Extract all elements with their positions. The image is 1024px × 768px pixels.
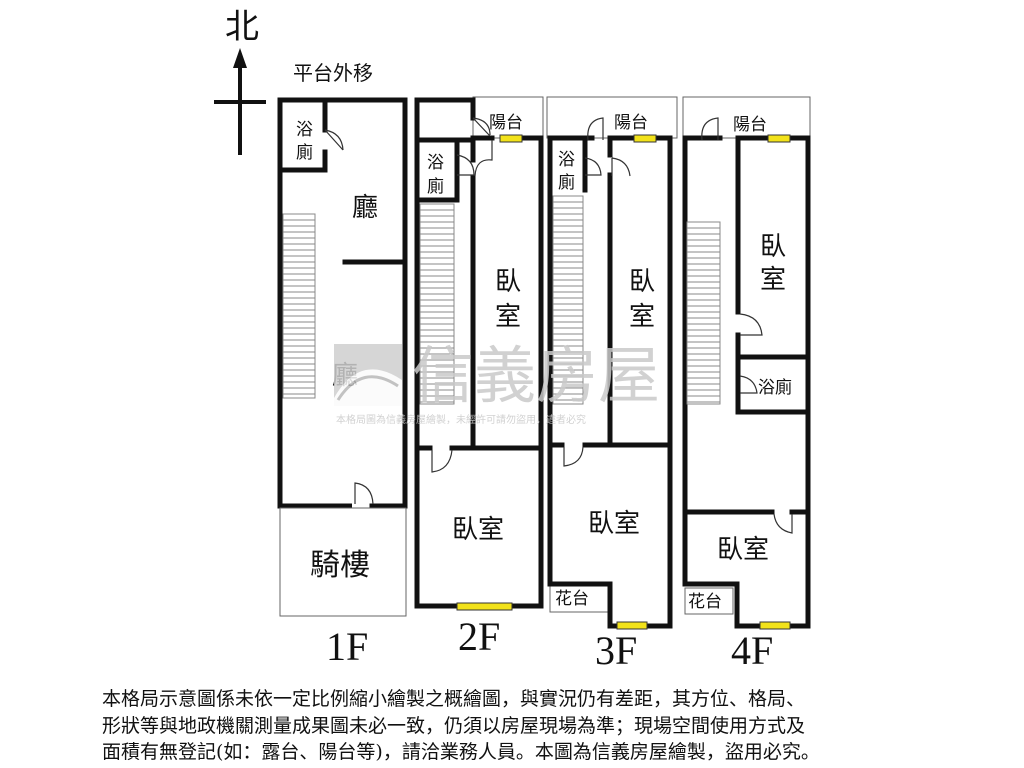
room-bedroom-2f-a2: 室: [495, 302, 521, 332]
door-icon: [701, 117, 719, 141]
room-hall-upper: 廳: [352, 193, 378, 223]
room-bath-3f-b: 廁: [558, 172, 575, 193]
floor-1f: 浴 廁 廳 廳 騎樓 1F: [277, 97, 408, 669]
arcade-outline: [279, 507, 407, 617]
room-balcony-3f: 陽台: [614, 113, 648, 133]
disclaimer-line: 本格局示意圖係未依一定比例縮小繪製之概繪圖，與實況仍有差距，其方位、格局、: [102, 688, 806, 710]
door-icon: [456, 154, 475, 176]
watermark-notice: 本格局圖為信義房屋繪製，未經許可請勿盜用，違者必究: [336, 413, 586, 426]
floor-label-3f: 3F: [595, 628, 637, 673]
room-arcade: 騎樓: [310, 548, 370, 583]
compass: 北: [214, 7, 266, 155]
floor-2f: 陽台 浴 廁 臥 室 臥室 2F: [414, 96, 544, 659]
window-icon: [456, 602, 513, 611]
room-bath-1f-b: 廁: [296, 142, 313, 163]
room-bedroom-3f-a2: 室: [629, 302, 655, 332]
window-icon: [616, 621, 648, 630]
floor-label-4f: 4F: [731, 628, 773, 673]
room-bedroom-3f-a1: 臥: [629, 267, 655, 297]
door-icon: [584, 157, 602, 176]
room-bath-3f-a: 浴: [558, 150, 575, 170]
room-balcony-2f: 陽台: [489, 113, 523, 133]
watermark: 信義房屋 本格局圖為信義房屋繪製，未經許可請勿盜用，違者必究: [334, 339, 660, 426]
room-bedroom-4f-a2: 室: [760, 265, 786, 295]
platform-note: 平台外移: [293, 61, 373, 85]
door-icon: [587, 117, 604, 141]
staircase: [419, 203, 455, 405]
room-bath-2f-a: 浴: [427, 153, 444, 173]
north-label: 北: [225, 7, 259, 47]
room-bedroom-2f-a1: 臥: [495, 267, 521, 297]
staircase: [552, 195, 584, 405]
disclaimer-line: 形狀等與地政機關測量成果圖未必一致，仍須以房屋現場為準；現場空間使用方式及: [102, 714, 806, 737]
door-icon: [563, 446, 584, 467]
room-planter-4f: 花台: [688, 592, 722, 612]
entrance-door-icon: [354, 482, 374, 505]
room-bedroom-4f-b: 臥室: [717, 535, 769, 565]
door-icon: [324, 129, 344, 151]
room-bath-1f-a: 浴: [296, 120, 313, 140]
disclaimer-line: 面積有無登記(如：露台、陽台等)，請洽業務人員。本圖為信義房屋繪製，盜用必究。: [102, 741, 820, 763]
door-icon: [431, 449, 453, 473]
window-icon: [759, 621, 791, 630]
room-bedroom-2f-b: 臥室: [452, 515, 504, 545]
staircase: [282, 213, 316, 399]
room-bedroom-3f-b: 臥室: [588, 509, 640, 539]
door-icon: [773, 513, 793, 534]
door-icon: [611, 157, 631, 177]
room-bath-2f-b: 廁: [427, 176, 444, 197]
door-icon: [472, 117, 491, 137]
floor-label-1f: 1F: [326, 624, 368, 669]
room-bedroom-4f-a1: 臥: [760, 232, 786, 262]
floor-label-2f: 2F: [458, 614, 500, 659]
staircase: [686, 221, 721, 405]
room-bath-4f: 浴廁: [758, 377, 792, 398]
north-arrow-icon: [233, 48, 247, 68]
room-planter-3f: 花台: [555, 589, 589, 609]
window-icon: [633, 134, 657, 143]
floor-3f: 陽台 浴 廁 臥 室 臥室 花台 3F: [546, 96, 678, 673]
door-icon: [739, 375, 758, 394]
door-icon: [474, 140, 493, 177]
window-icon: [767, 134, 791, 143]
floor-4f: 陽台 臥 室 浴廁 臥室 花台 4F: [682, 96, 811, 673]
room-balcony-4f: 陽台: [733, 115, 767, 135]
watermark-brand: 信義房屋: [412, 339, 660, 412]
disclaimer: 本格局示意圖係未依一定比例縮小繪製之概繪圖，與實況仍有差距，其方位、格局、 形狀…: [102, 686, 932, 766]
door-icon: [739, 313, 763, 336]
window-icon: [499, 134, 523, 143]
